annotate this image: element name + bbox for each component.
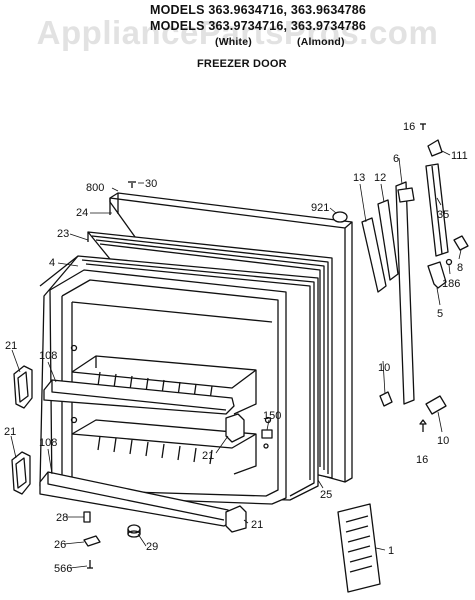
models-line-1: MODELS 363.9634716, 363.9634786	[150, 3, 367, 17]
leader-lines	[10, 150, 462, 569]
shelf-endcap-lower-left	[11, 451, 31, 495]
part-label-30: 30	[145, 178, 157, 190]
part-label-108-lower: 108	[39, 437, 57, 449]
part-label-25: 25	[320, 489, 332, 501]
part-label-4: 4	[49, 257, 55, 269]
shelf-bar-upper	[43, 379, 235, 415]
color-label-white: (White)	[215, 36, 252, 48]
part-label-29: 29	[146, 541, 158, 553]
part-label-26: 26	[54, 539, 66, 551]
part-label-111: 111	[451, 150, 468, 162]
part-label-16-top: 16	[403, 121, 415, 133]
hinge-lower-10-right	[425, 395, 447, 415]
watermark: AppliancePartsPros.com	[36, 14, 439, 51]
part-label-10-right: 10	[437, 435, 449, 447]
hinge-lower-10-left	[379, 391, 393, 407]
diagram-title: FREEZER DOOR	[197, 58, 287, 70]
hinge-bar-6	[395, 181, 415, 405]
shelf-endcap-upper-right	[225, 413, 245, 443]
part-label-21-right: 21	[202, 450, 214, 462]
part-label-21-lower-left: 21	[4, 426, 16, 438]
part-label-21-upper-left: 21	[5, 340, 17, 352]
part-label-16-bottom: 16	[416, 454, 428, 466]
screw-566	[87, 560, 93, 569]
part-label-8: 8	[457, 262, 463, 274]
bracket-150	[261, 429, 273, 439]
part-label-1: 1	[388, 545, 394, 557]
hinge-pin-8	[453, 235, 469, 251]
part-label-12: 12	[374, 172, 386, 184]
shelf-endcap-upper-left	[13, 365, 33, 409]
stop-28	[83, 511, 91, 523]
color-label-almond: (Almond)	[297, 36, 345, 48]
part-label-21-bottom: 21	[251, 519, 263, 531]
trim-35	[425, 163, 449, 257]
instruction-manual	[337, 503, 381, 593]
part-label-5: 5	[437, 308, 443, 320]
spacer-186	[445, 258, 453, 266]
handle-strip-12	[377, 199, 399, 281]
part-label-28: 28	[56, 512, 68, 524]
part-label-566: 566	[54, 563, 72, 575]
part-labels: 800 30 24 23 4 921 13 12 6 16 111 35 8 1…	[4, 121, 468, 575]
part-label-186: 186	[442, 278, 460, 290]
handle-strip-13	[361, 217, 387, 293]
models-line-2: MODELS 363.9734716, 363.9734786	[150, 19, 367, 33]
screw-16-bottom	[419, 419, 427, 432]
part-label-13: 13	[353, 172, 365, 184]
part-label-6: 6	[393, 153, 399, 165]
bracket-26	[83, 535, 101, 547]
hinge-5	[427, 261, 447, 289]
part-label-24: 24	[76, 207, 88, 219]
plug-921	[332, 211, 348, 223]
screw-16-top	[420, 123, 426, 130]
part-label-800: 800	[86, 182, 104, 194]
screw-30	[128, 181, 136, 188]
cam-111	[427, 139, 443, 157]
bushing-29	[127, 524, 141, 538]
part-label-23: 23	[57, 228, 69, 240]
part-label-150: 150	[263, 410, 281, 422]
shelf-endcap-lower-right	[225, 505, 247, 533]
part-label-921: 921	[311, 202, 329, 214]
part-label-10-left: 10	[378, 362, 390, 374]
part-label-108-upper: 108	[39, 350, 57, 362]
part-label-35: 35	[437, 209, 449, 221]
